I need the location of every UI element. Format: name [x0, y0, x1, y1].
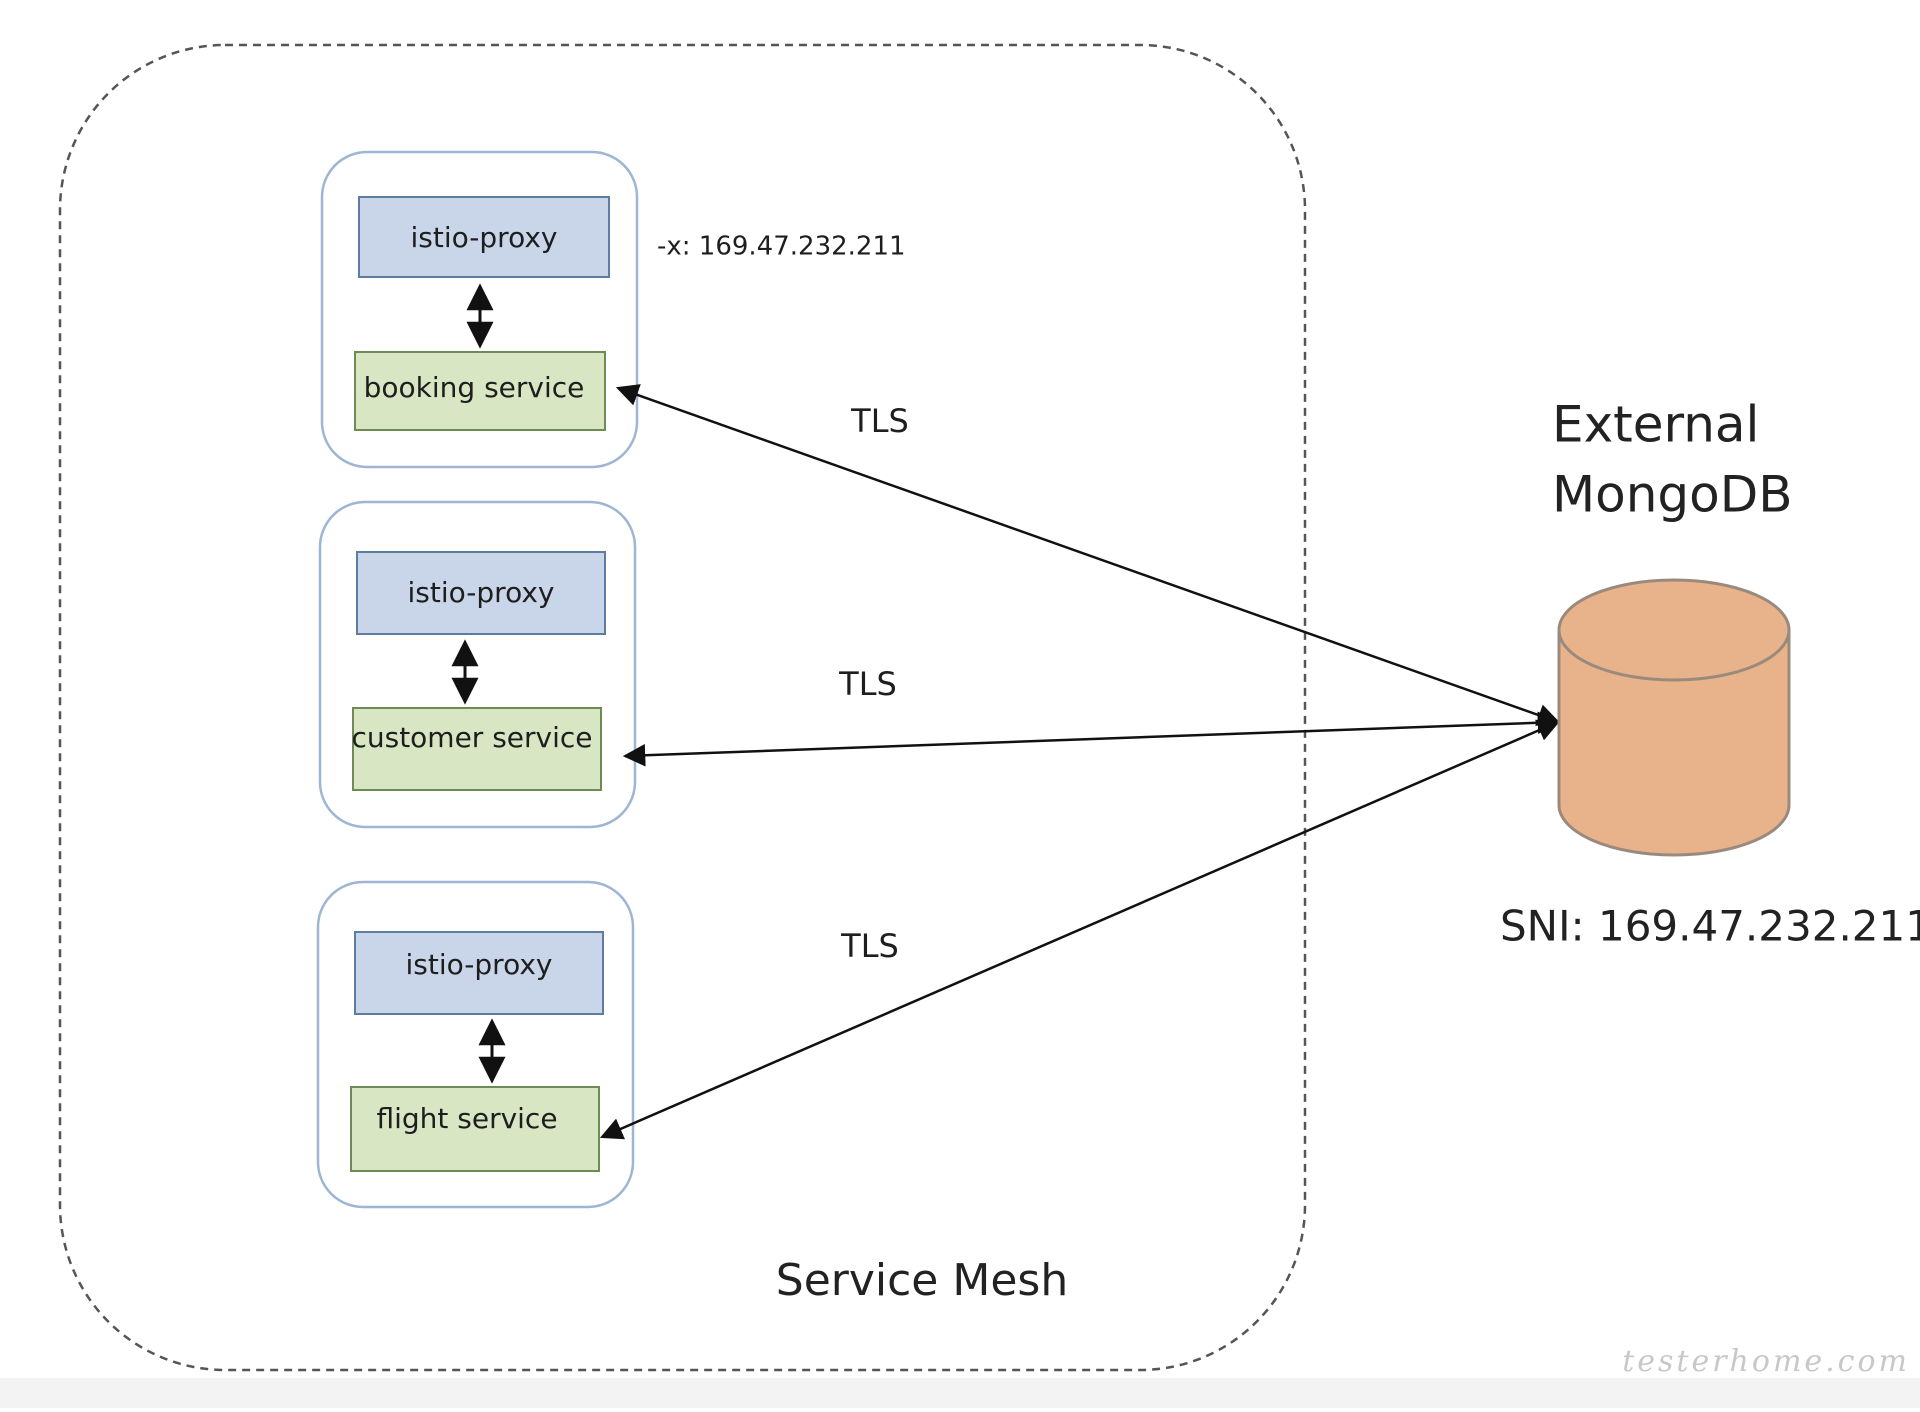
- tls-connection-booking: [615, 384, 1561, 726]
- external-title-line2: MongoDB: [1552, 466, 1793, 524]
- customer-service-box: [352, 707, 602, 791]
- istio-proxy-label: istio-proxy: [406, 948, 553, 981]
- tls-connection-flight: [599, 719, 1561, 1140]
- watermark: testerhome.com: [1622, 1344, 1910, 1379]
- pod-flight: istio-proxy flight service: [316, 880, 635, 1209]
- tls-connection-customer: [622, 711, 1561, 767]
- sni-label: SNI: 169.47.232.211: [1500, 902, 1920, 951]
- istio-proxy-box: [358, 196, 610, 278]
- tls-label-flight: TLS: [840, 927, 899, 965]
- pod-booking: istio-proxy booking service: [320, 150, 639, 469]
- istio-proxy-label: istio-proxy: [411, 221, 558, 254]
- booking-service-box: [354, 351, 606, 431]
- tls-label-customer: TLS: [838, 665, 897, 703]
- pod-customer: istio-proxy customer service: [318, 500, 637, 829]
- external-title-line1: External: [1552, 396, 1759, 454]
- istio-proxy-box: [354, 931, 604, 1015]
- flight-service-box: [350, 1086, 600, 1172]
- booking-service-label: booking service: [364, 371, 585, 404]
- flight-service-label: flight service: [376, 1102, 557, 1135]
- istio-proxy-box: [356, 551, 606, 635]
- egress-note: -x: 169.47.232.211: [657, 232, 906, 262]
- istio-proxy-label: istio-proxy: [408, 576, 555, 609]
- bottom-band: [0, 1378, 1920, 1408]
- tls-label-booking: TLS: [850, 402, 909, 440]
- database-cylinder-icon: [1557, 578, 1791, 857]
- service-mesh-label: Service Mesh: [776, 1255, 1068, 1306]
- customer-service-label: customer service: [351, 721, 592, 754]
